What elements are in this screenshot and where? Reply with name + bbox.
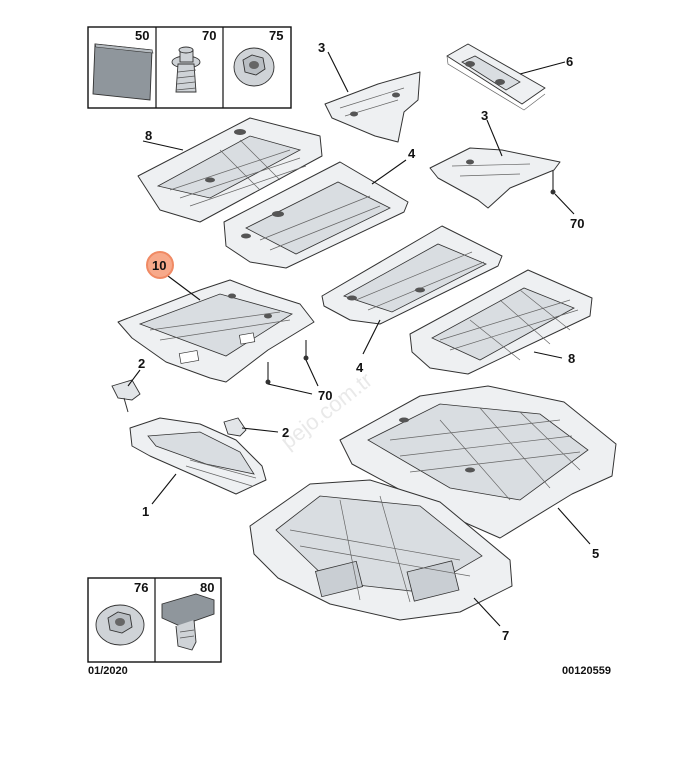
screw-icon <box>171 46 201 93</box>
callout-3-right: 3 <box>481 108 488 123</box>
part-4-plate-upper <box>223 161 409 269</box>
leader-lines <box>127 51 591 627</box>
screw-70-right <box>550 170 556 195</box>
callout-8-right: 8 <box>568 351 575 366</box>
callout-6: 6 <box>566 54 573 69</box>
part-3-shield-right <box>429 147 561 209</box>
part-5-floor-pan <box>339 385 617 539</box>
part-7-floor-pan <box>249 479 513 621</box>
part-4-plate-middle <box>321 225 503 325</box>
part-6-bracket <box>446 43 546 111</box>
box-label-76: 76 <box>134 580 148 595</box>
part-8-underbody-tray-right <box>409 269 593 375</box>
part-8-underbody-tray <box>137 117 323 223</box>
fastener-box-top: 50 70 75 <box>87 26 292 109</box>
screw-70-left-a <box>265 362 271 385</box>
callout-labels: 8 3 6 3 4 70 10 4 8 2 70 2 1 5 7 <box>138 40 599 643</box>
callout-8-upper: 8 <box>145 128 152 143</box>
felt-pad-icon <box>92 43 154 101</box>
callout-5: 5 <box>592 546 599 561</box>
highlight-circle <box>146 251 174 279</box>
callout-4-middle: 4 <box>356 360 364 375</box>
callout-2-left: 2 <box>138 356 145 371</box>
screw-70-left-b <box>303 340 309 361</box>
part-2-clip-left <box>111 379 141 413</box>
callout-70-left: 70 <box>318 388 332 403</box>
reference-number: 00120559 <box>562 665 611 677</box>
callout-3-upper: 3 <box>318 40 325 55</box>
part-10-main-plate <box>117 279 315 383</box>
push-clip-icon <box>161 593 215 651</box>
part-1-skid-plate <box>129 417 267 495</box>
date-code: 01/2020 <box>88 665 128 677</box>
fastener-box-bottom: 76 80 01/2020 <box>87 577 222 677</box>
callout-70-right: 70 <box>570 216 584 231</box>
box-label-75: 75 <box>269 28 283 43</box>
callout-2-right: 2 <box>282 425 289 440</box>
box-label-50: 50 <box>135 28 149 43</box>
part-3-shield-upper <box>324 71 421 143</box>
callout-1: 1 <box>142 504 149 519</box>
callout-10: 10 <box>152 258 166 273</box>
callout-4-upper: 4 <box>408 146 416 161</box>
flange-nut-icon <box>233 47 275 87</box>
box-label-80: 80 <box>200 580 214 595</box>
part-2-clip-right <box>223 417 247 437</box>
box-label-70: 70 <box>202 28 216 43</box>
callout-7: 7 <box>502 628 509 643</box>
flange-nut-icon <box>95 604 145 646</box>
